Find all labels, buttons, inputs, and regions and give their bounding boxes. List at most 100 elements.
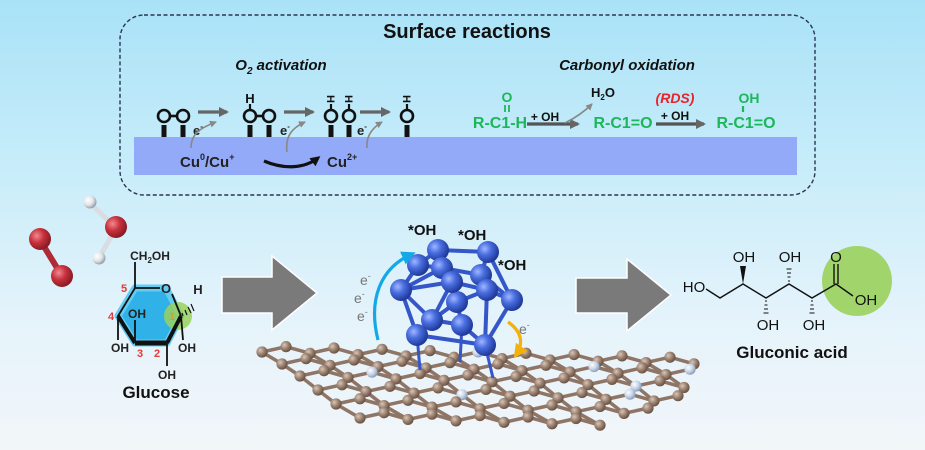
surface-reactions-panel: Surface reactions O2 activation e- H	[119, 14, 816, 196]
carbon-atom	[318, 365, 330, 377]
carbon-atom	[414, 368, 426, 380]
oxygen-molecule-model	[29, 228, 73, 287]
copper-atom	[427, 239, 449, 261]
carbon-number-3: 3	[137, 348, 143, 360]
hydroxyl-c1: OH	[178, 341, 196, 355]
copper-atom	[390, 279, 412, 301]
carbon-atom	[546, 399, 558, 411]
electron-label: e-	[193, 122, 203, 138]
carbon-atom	[480, 383, 492, 396]
copper-atom	[421, 309, 443, 331]
electron-label: e-	[357, 122, 367, 138]
svg-text:H: H	[400, 95, 412, 103]
carbon-atom	[376, 343, 388, 355]
nitrogen-atom	[588, 360, 600, 373]
carbon-atom	[570, 412, 582, 425]
electron-transfer-arrow	[190, 120, 217, 149]
carbon-atom	[402, 394, 414, 406]
copper-oxidation-arrow	[263, 156, 321, 169]
electron-label: e-	[357, 307, 368, 324]
hydroxyl-up-2: OH	[779, 249, 802, 266]
carbon-atom	[280, 341, 292, 353]
carbon-number-1: 1	[169, 311, 175, 323]
copper-atom	[451, 314, 473, 336]
adsorbed-oh-label: *OH	[498, 257, 526, 274]
copper-atom	[477, 241, 499, 263]
carbon-number-2: 2	[154, 348, 160, 360]
rate-determining-step-label: (RDS)	[656, 90, 695, 106]
hydroxyl-up-1: OH	[733, 249, 756, 266]
carbon-atom	[438, 374, 450, 386]
reactant-carbonyl-o: O	[502, 89, 513, 105]
carboxyl-hydroxyl: OH	[855, 292, 878, 309]
carbon-atom	[498, 397, 510, 410]
terminal-hydroxyl: HO	[683, 279, 706, 296]
carbon-atom	[568, 348, 580, 361]
svg-text:H: H	[324, 95, 336, 103]
carbon-atom	[520, 347, 532, 359]
electron-transfer-arrow	[366, 121, 383, 149]
dashed-border	[119, 14, 816, 196]
species-two-adsorbed-oh: H H	[323, 95, 357, 137]
hydroxyl-c4: OH	[111, 341, 129, 355]
carbon-atom	[486, 376, 498, 388]
carbon-atom	[618, 407, 630, 419]
step2-reagent: + OH	[661, 109, 689, 123]
carbon-atom	[534, 377, 546, 389]
copper-cluster	[390, 239, 523, 379]
reactant-aldehyde: R-C1-H	[473, 115, 527, 132]
carbon-atom	[424, 345, 436, 357]
copper-atom	[446, 291, 468, 313]
copper-atom	[441, 271, 463, 293]
carbon-atom	[678, 381, 690, 394]
copper-atom	[501, 289, 523, 311]
carbonyl-oxidation-heading: Carbonyl oxidation	[559, 57, 695, 74]
nitrogen-doped-graphene-support	[256, 341, 700, 431]
carbon-atom	[450, 396, 462, 408]
carbon-atom	[348, 354, 360, 366]
species-adsorbed-ooh: H	[242, 91, 277, 137]
carbon-atom	[294, 370, 306, 382]
carbon-atom	[546, 418, 558, 430]
product-hydroxyl: OH	[739, 90, 760, 106]
hydroxyl-c3: OH	[128, 307, 146, 321]
step1-reagent: + OH	[531, 110, 559, 124]
carbon-atom	[528, 385, 540, 397]
carbon-atom	[276, 358, 288, 370]
hydroxyl-down-1: OH	[757, 317, 780, 334]
carbon-atom	[664, 351, 676, 363]
carbon-atom	[402, 413, 414, 426]
process-arrow-adsorption	[221, 254, 319, 332]
copper-atom	[474, 334, 496, 356]
carbon-number-5: 5	[121, 283, 127, 295]
carbon-atom	[384, 380, 396, 392]
glucose-label: Glucose	[122, 383, 189, 402]
carbon-atom	[390, 373, 402, 385]
carbon-atom	[672, 390, 684, 402]
nitrogen-atom	[630, 380, 642, 392]
carbon-atom	[354, 412, 366, 424]
copper-oxidized-state: Cu2+	[327, 152, 357, 171]
carbon-atom	[594, 400, 606, 413]
process-arrow-product	[575, 257, 673, 333]
carbon-atom	[510, 370, 522, 383]
adsorbed-oh-label: *OH	[458, 227, 486, 244]
carbon-atom	[522, 411, 534, 423]
electron-label: e-	[519, 320, 530, 337]
carbon-atom	[636, 362, 648, 374]
electron-transfer-arrow	[285, 121, 306, 153]
product-carboxyl: R-C1=O	[716, 115, 775, 132]
gluconic-acid-structure: HO O OH OH OH OH OH Gluconic acid	[683, 246, 892, 362]
carbon-atom	[426, 408, 438, 420]
species-adsorbed-oh: H	[399, 95, 415, 137]
copper-reduced-state: Cu0/Cu+	[180, 152, 234, 171]
ring-oxygen: O	[161, 281, 171, 296]
electron-label: e-	[360, 271, 371, 288]
species-adsorbed-o2	[156, 108, 191, 137]
svg-text:H: H	[245, 91, 254, 106]
carbon-atom	[582, 379, 594, 391]
carbon-atom	[642, 402, 654, 414]
carbon-atom	[300, 353, 312, 365]
copper-atom	[407, 254, 429, 276]
